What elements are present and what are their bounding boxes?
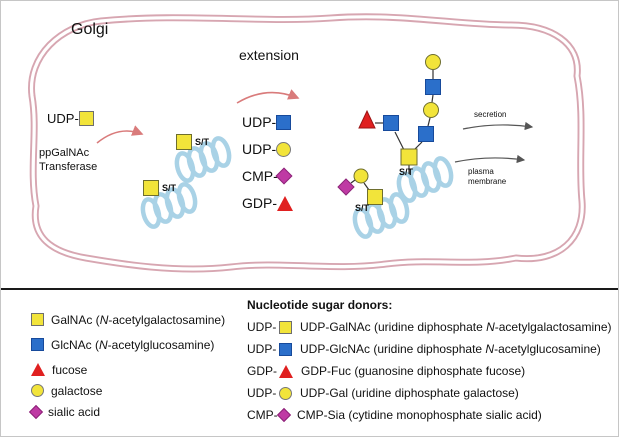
nucleotide-donor-column: UDP- UDP- CMP- GDP- [242, 112, 293, 220]
sugar-legend: GalNAc (N-acetylgalactosamine) GlcNAc (N… [28, 309, 225, 422]
golgi-graphic [28, 13, 586, 273]
ppgalnac-transferase-label: ppGalNAc Transferase [39, 147, 98, 173]
galnac-square [367, 189, 383, 205]
serine-threonine-label: S/T [195, 137, 210, 147]
gal-circle [423, 102, 439, 118]
fucose-triangle-icon [279, 364, 293, 378]
sialic-diamond-icon [276, 407, 292, 423]
sialic-diamond-icon [28, 404, 44, 419]
legend-label: sialic acid [48, 404, 101, 419]
protein-coil-4 [396, 156, 454, 203]
legend-item-galactose: galactose [31, 380, 225, 401]
section-divider [1, 288, 618, 290]
plasma-membrane-label: plasma membrane [468, 167, 507, 186]
gal-circle [425, 54, 441, 70]
fucose-triangle-icon [31, 363, 45, 376]
donor-gdp-fuc: GDP- [242, 193, 293, 213]
udp-galnac-donor: UDP- [47, 111, 94, 126]
donor-legend-item-udp-glcnac: UDP- UDP-GlcNAc (uridine diphosphate N-a… [247, 342, 601, 356]
glcnac-square-icon [31, 338, 44, 351]
serine-threonine-label: S/T [355, 203, 370, 213]
golgi-title: Golgi [71, 21, 109, 38]
legend-item-glcnac: GlcNAc (N-acetylglucosamine) [31, 334, 225, 355]
protein-coil-2 [140, 182, 198, 229]
transfer-arrow [96, 125, 144, 144]
galnac-square [400, 148, 418, 166]
legend-label: galactose [51, 383, 103, 398]
galnac-square-icon [78, 111, 94, 126]
secretion-arrow [462, 121, 534, 131]
donor-legend-item-udp-galnac: UDP- UDP-GalNAc (uridine diphosphate N-a… [247, 320, 612, 334]
glcnac-square-icon [276, 114, 292, 130]
legend-item-galnac: GalNAc (N-acetylgalactosamine) [31, 309, 225, 330]
glcnac-square-icon [279, 342, 292, 356]
serine-threonine-label: S/T [162, 183, 177, 193]
short-glycan-chain [337, 168, 383, 205]
secretion-label: secretion [474, 110, 507, 119]
donor-udp-gal: UDP- [242, 139, 293, 159]
extension-label: extension [239, 47, 299, 63]
donor-description: UDP-GlcNAc (uridine diphosphate N-acetyl… [300, 342, 601, 356]
galactose-circle-icon [279, 386, 292, 400]
donor-legend-item-udp-gal: UDP- UDP-Gal (uridine diphosphate galact… [247, 386, 519, 400]
glcnac-square [383, 115, 399, 131]
fucose-triangle-icon [277, 195, 293, 211]
galnac-square-icon [31, 313, 44, 326]
donor-description: GDP-Fuc (guanosine diphosphate fucose) [301, 364, 526, 378]
legend-label: GalNAc (N-acetylgalactosamine) [51, 312, 226, 327]
protein-coil-1 [174, 136, 232, 183]
glcnac-square [425, 79, 441, 95]
serine-threonine-label: S/T [399, 167, 414, 177]
galnac-square [143, 180, 159, 196]
donor-description: UDP-Gal (uridine diphosphate galactose) [300, 386, 519, 400]
nucleotide-donor-legend: Nucleotide sugar donors: UDP- UDP-GalNAc… [247, 298, 611, 426]
golgi-membrane [28, 13, 586, 273]
extended-glycan-tree [358, 54, 441, 174]
donor-description: CMP-Sia (cytidine monophosphate sialic a… [297, 408, 542, 422]
extension-arrow [236, 89, 300, 104]
galnac-square-icon [279, 320, 292, 334]
legend-label: fucose [52, 362, 88, 377]
donor-legend-item-gdp-fuc: GDP- GDP-Fuc (guanosine diphosphate fuco… [247, 364, 526, 378]
sialic-diamond [337, 178, 355, 196]
donor-description: UDP-GalNAc (uridine diphosphate N-acetyl… [300, 320, 612, 334]
galnac-square [176, 134, 192, 150]
gal-circle [353, 168, 369, 184]
donor-cmp-sia: CMP- [242, 166, 293, 186]
legend-item-fucose: fucose [31, 359, 225, 380]
donor-legend-title: Nucleotide sugar donors: [247, 298, 393, 312]
legend-label: GlcNAc (N-acetylglucosamine) [51, 337, 215, 352]
galactose-circle-icon [276, 141, 292, 157]
glcnac-square [418, 126, 434, 142]
donor-legend-item-cmp-sia: CMP- CMP-Sia (cytidine monophosphate sia… [247, 407, 542, 423]
fucose-triangle [358, 109, 376, 129]
legend-item-sialic-acid: sialic acid [28, 401, 225, 422]
donor-udp-glcnac: UDP- [242, 112, 293, 132]
plasma-membrane-arrow [454, 154, 526, 164]
galactose-circle-icon [31, 384, 44, 397]
